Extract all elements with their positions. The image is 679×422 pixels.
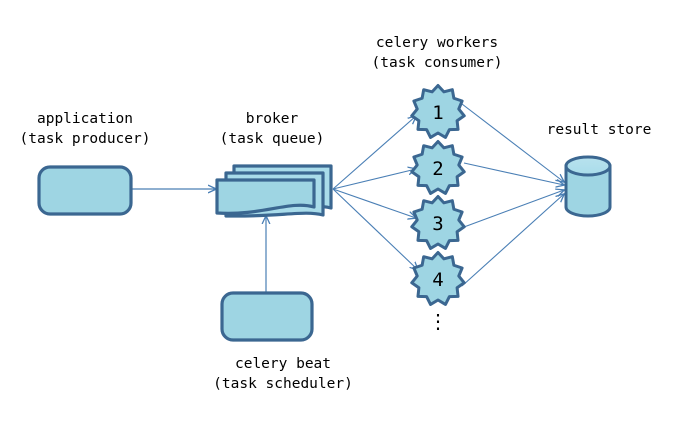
celery-beat-box[interactable] <box>220 291 314 342</box>
worker-1[interactable]: 1 <box>410 84 466 139</box>
worker-1-number: 1 <box>432 102 443 124</box>
edge-worker-3-to-result-store <box>463 190 564 228</box>
result-store-body[interactable] <box>564 164 612 218</box>
worker-4[interactable]: 4 <box>410 251 466 306</box>
node-broker[interactable]: broker (task queue) <box>215 111 333 218</box>
edge-worker-2-to-result-store <box>463 162 564 185</box>
worker-4-number: 4 <box>432 269 443 291</box>
edge-broker-to-worker-4 <box>332 188 418 270</box>
worker-3-gear-icon[interactable] <box>410 195 466 250</box>
worker-1-gear-icon[interactable] <box>410 84 466 139</box>
celery-workers-label-line2: (task consumer) <box>372 55 503 71</box>
node-application[interactable]: application (task producer) <box>20 111 151 216</box>
worker-3-number: 3 <box>432 213 443 235</box>
broker-sheet-front[interactable] <box>215 178 316 215</box>
edge-broker-to-worker-3 <box>332 188 416 218</box>
edge-worker-1-to-result-store <box>461 103 564 182</box>
result-store-label: result store <box>547 122 652 138</box>
edge-broker-to-worker-1 <box>332 116 416 190</box>
worker-2-number: 2 <box>432 158 443 180</box>
node-result-store[interactable]: result store <box>547 122 652 218</box>
worker-2-gear-icon[interactable] <box>410 140 466 195</box>
application-box[interactable] <box>37 165 133 216</box>
edge-worker-4-to-result-store <box>461 194 564 287</box>
result-store-top <box>564 155 612 177</box>
celery-beat-label-line1: celery beat <box>235 356 331 372</box>
worker-2[interactable]: 2 <box>410 140 466 195</box>
workers-continuation-ellipsis: ⋮ <box>428 309 448 333</box>
edge-broker-to-worker-2 <box>332 169 416 190</box>
broker-label-line2: (task queue) <box>220 131 325 147</box>
celery-beat-label-line2: (task scheduler) <box>213 376 353 392</box>
edges-layer <box>131 103 564 292</box>
node-celery-workers[interactable]: celery workers (task consumer) 1 2 3 4 ⋮ <box>372 35 503 333</box>
worker-4-gear-icon[interactable] <box>410 251 466 306</box>
application-label-line1: application <box>37 111 133 127</box>
celery-workers-label-line1: celery workers <box>376 35 498 51</box>
node-celery-beat[interactable]: celery beat (task scheduler) <box>213 291 353 392</box>
worker-3[interactable]: 3 <box>410 195 466 250</box>
broker-label-line1: broker <box>246 111 299 127</box>
application-label-line2: (task producer) <box>20 131 151 147</box>
